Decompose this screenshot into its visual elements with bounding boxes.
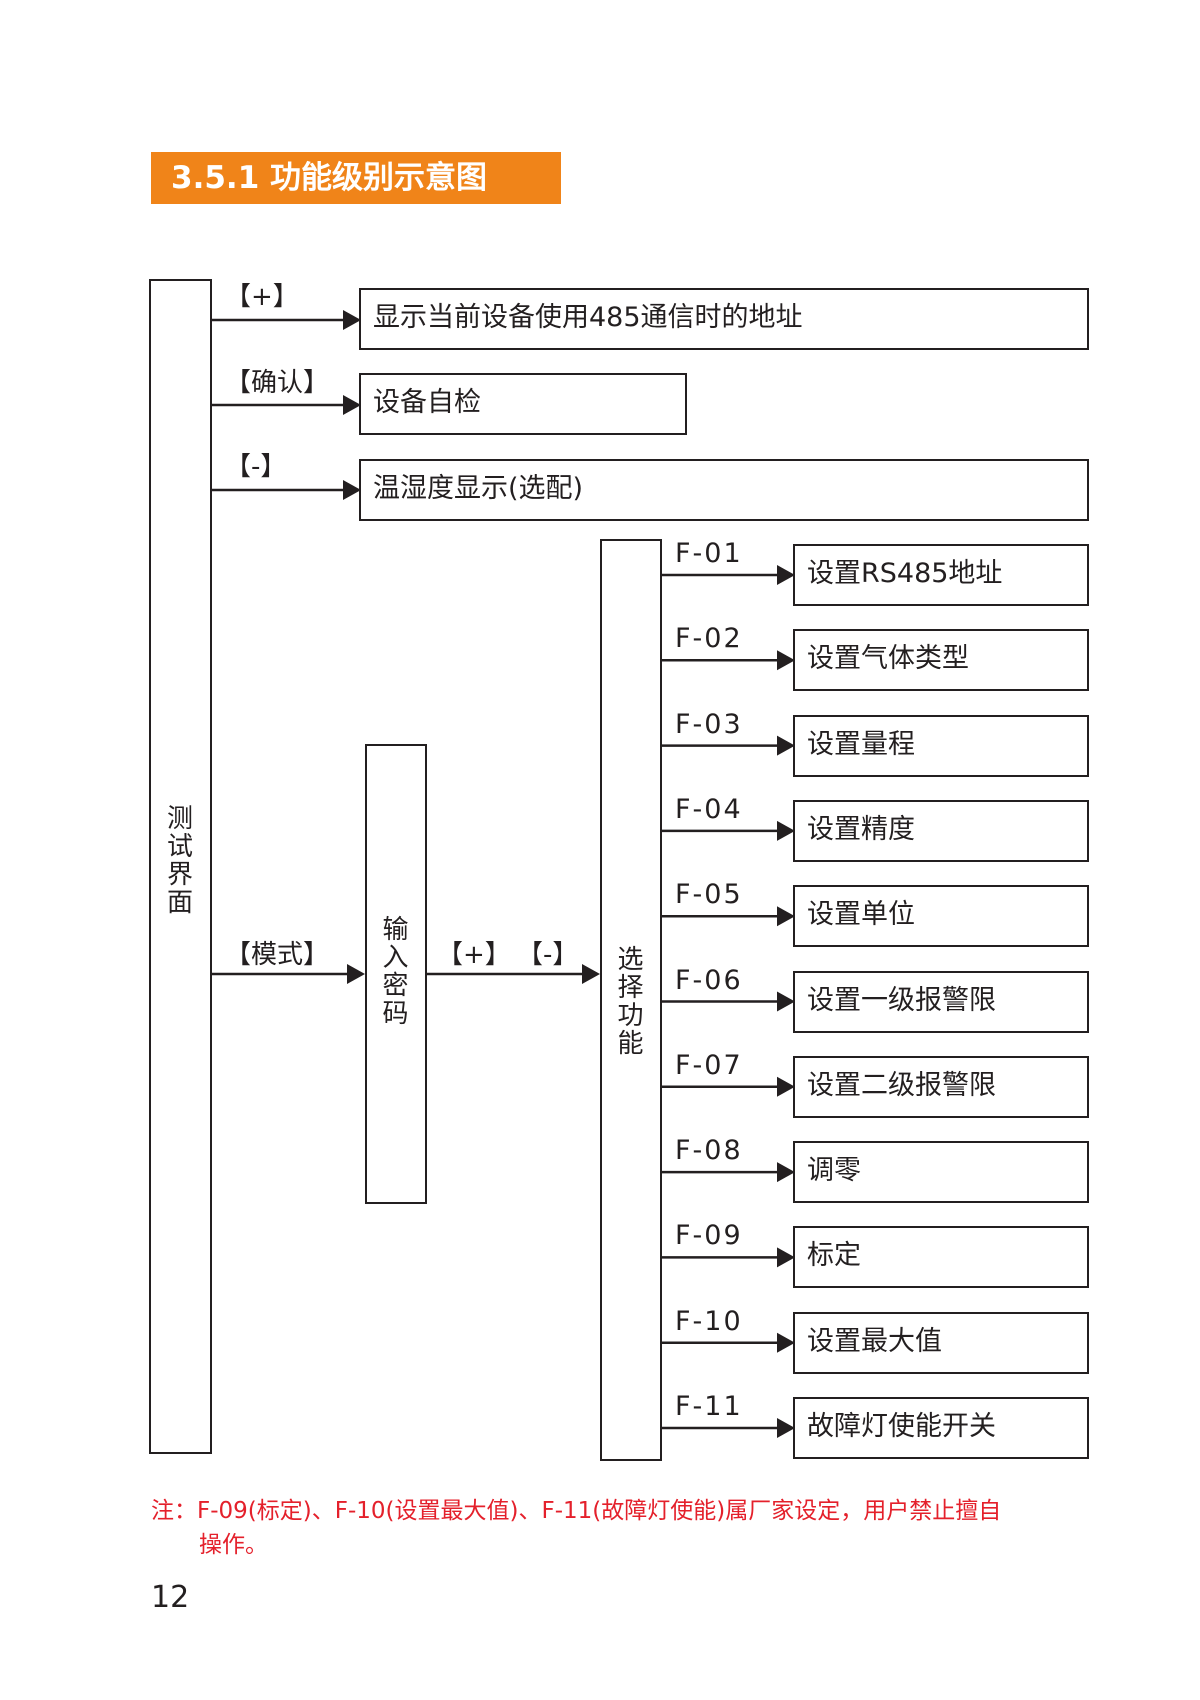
function-arrow-head-2 [777, 650, 795, 671]
function-box-1: 设置RS485地址 [793, 544, 1089, 606]
function-code-8: F-08 [675, 1135, 743, 1167]
function-box-9: 标定 [793, 1226, 1089, 1289]
function-box-11: 故障灯使能开关 [793, 1397, 1089, 1459]
function-box-3: 设置量程 [793, 714, 1089, 777]
password-box: 输入密码 [365, 744, 427, 1204]
function-arrow-head-4 [777, 820, 795, 841]
function-box-10: 设置最大值 [793, 1311, 1089, 1374]
function-arrow-head-6 [777, 991, 795, 1012]
password-label: 输入密码 [382, 915, 409, 1029]
function-box-2: 设置气体类型 [793, 629, 1089, 692]
footnote-line2: 操作。 [199, 1532, 268, 1558]
test-screen-label: 测试界面 [166, 804, 193, 918]
function-code-1: F-01 [675, 538, 743, 569]
function-box-5: 设置单位 [793, 885, 1089, 948]
key-mode-label: 【模式】 [225, 940, 330, 970]
function-code-4: F-04 [675, 793, 743, 825]
function-code-10: F-10 [675, 1305, 743, 1337]
key-plus-label: 【+】 [225, 282, 299, 312]
select-function-box: 选择功能 [600, 539, 662, 1461]
function-code-3: F-03 [675, 708, 743, 740]
function-code-6: F-06 [675, 964, 743, 996]
page-number: 12 [151, 1580, 190, 1615]
function-box-6: 设置一级报警限 [793, 970, 1089, 1033]
function-box-7: 设置二级报警限 [793, 1055, 1089, 1118]
function-box-8: 调零 [793, 1141, 1089, 1204]
function-code-11: F-11 [675, 1391, 743, 1422]
select-function-label: 选择功能 [617, 945, 644, 1059]
function-box-4: 设置精度 [793, 799, 1089, 862]
function-arrow-head-1 [777, 565, 795, 585]
key-plus2-label: 【+】 [437, 940, 511, 970]
function-arrow-head-10 [777, 1332, 795, 1353]
function-arrow-head-9 [777, 1247, 795, 1268]
key-confirm-label: 【确认】 [225, 368, 330, 398]
function-arrow-head-7 [777, 1076, 795, 1097]
section-title: 3.5.1 功能级别示意图 [151, 152, 561, 204]
function-code-5: F-05 [675, 879, 743, 911]
key-minus2-label: 【-】 [517, 940, 579, 970]
test-screen-box: 测试界面 [149, 279, 212, 1454]
function-arrow-head-11 [777, 1418, 795, 1438]
function-arrow-head-5 [777, 906, 795, 927]
footnote-line1: 注：F-09(标定)、F-10(设置最大值)、F-11(故障灯使能)属厂家设定，… [151, 1498, 1002, 1524]
function-arrow-head-8 [777, 1162, 795, 1183]
branch-box-address: 显示当前设备使用485通信时的地址 [359, 288, 1089, 350]
function-code-2: F-02 [675, 623, 743, 655]
branch-box-temp-humidity: 温湿度显示(选配) [359, 459, 1089, 521]
branch-box-selftest: 设备自检 [359, 373, 687, 435]
function-code-7: F-07 [675, 1049, 743, 1081]
function-arrow-head-3 [777, 735, 795, 756]
footnote: 注：F-09(标定)、F-10(设置最大值)、F-11(故障灯使能)属厂家设定，… [151, 1494, 1081, 1562]
key-minus-label: 【-】 [225, 452, 287, 482]
function-code-9: F-09 [675, 1220, 743, 1252]
